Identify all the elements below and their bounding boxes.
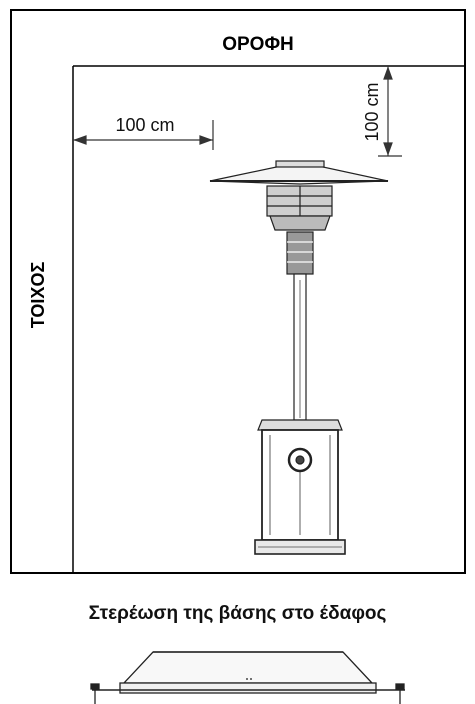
base-anchoring-caption: Στερέωση της βάσης στο έδαφος xyxy=(88,603,387,624)
wall-label: ΤΟΙΧΟΣ xyxy=(28,262,48,329)
horizontal-clearance-dimension xyxy=(73,120,214,150)
horizontal-clearance-label: 100 cm xyxy=(115,115,174,135)
heater-emitter xyxy=(286,231,314,275)
vertical-clearance-dimension xyxy=(378,66,402,157)
base-anchoring-drawing xyxy=(90,651,405,704)
patio-heater xyxy=(209,160,389,555)
ceiling-label: ΟΡΟΦΗ xyxy=(222,34,294,55)
outer-frame xyxy=(10,9,466,574)
vertical-clearance-label: 100 cm xyxy=(362,82,382,141)
